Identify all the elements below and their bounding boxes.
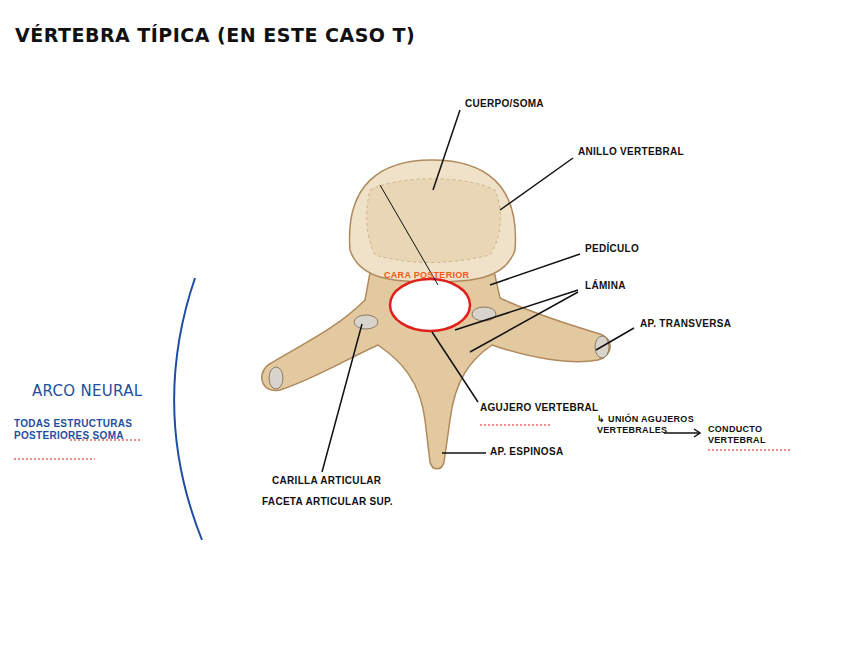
part-label: AP. ESPINOSA: [490, 446, 563, 458]
note-label: ↳ UNIÓN AGUJEROS VERTEBRALES: [597, 414, 697, 436]
neural-arch: [262, 262, 611, 469]
red-underlines: [14, 425, 790, 459]
part-label: FACETA ARTICULAR SUP.: [262, 496, 393, 508]
group-label: ARCO NEURAL: [32, 382, 142, 400]
part-label: LÁMINA: [585, 280, 626, 292]
spongy-bone: [367, 179, 501, 263]
vertebral-foramen: [390, 279, 470, 331]
note-label: TODAS ESTRUCTURAS POSTERIORES SOMA: [14, 418, 154, 442]
part-label: CUERPO/SOMA: [465, 98, 544, 110]
leader-lines: [322, 110, 700, 472]
part-label: ANILLO VERTEBRAL: [578, 146, 684, 158]
page-title: VÉRTEBRA TÍPICA (EN ESTE CASO T): [15, 24, 415, 47]
part-label: CARILLA ARTICULAR: [272, 475, 381, 487]
arch-bracket: [174, 278, 202, 540]
note-label: CARA POSTERIOR: [384, 270, 469, 281]
articular-facet: [472, 307, 496, 321]
part-label: AGUJERO VERTEBRAL: [480, 402, 598, 414]
part-label: AP. TRANSVERSA: [640, 318, 731, 330]
vertebral-body: [350, 160, 516, 282]
note-label: CONDUCTO VERTEBRAL: [708, 424, 793, 446]
transverse-facet: [269, 367, 283, 389]
part-label: PEDÍCULO: [585, 243, 639, 255]
articular-facet: [354, 315, 378, 329]
